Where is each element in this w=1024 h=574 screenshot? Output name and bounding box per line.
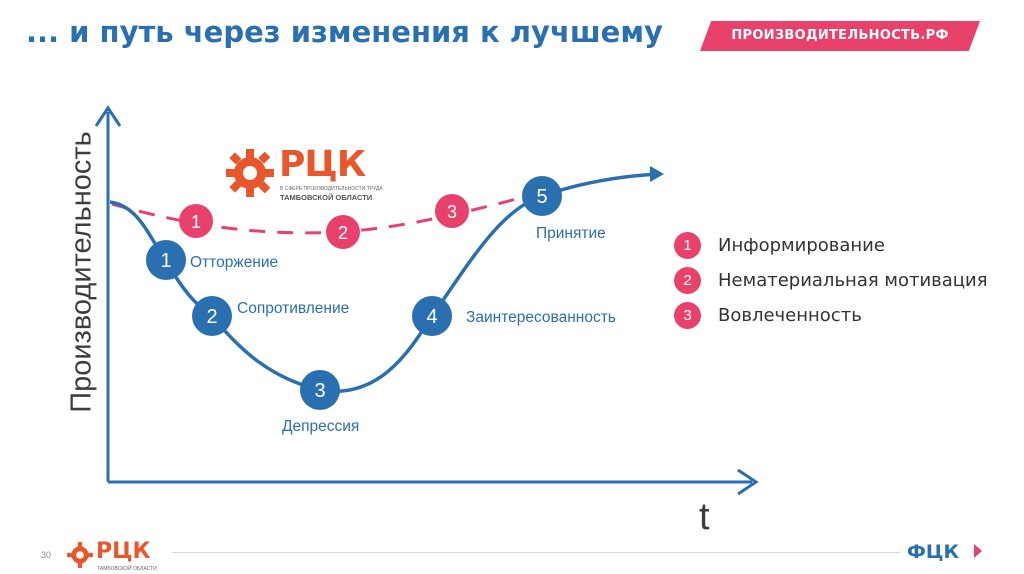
- stage-label-rejection: Отторжение: [190, 254, 279, 271]
- stage-marker-3: 3: [300, 370, 340, 410]
- stage-marker-5: 5: [522, 176, 562, 216]
- gear-icon: [67, 542, 93, 568]
- footer-arrow-icon: [974, 544, 982, 558]
- legend-text: Информирование: [718, 235, 885, 256]
- legend-item-informing: 1 Информирование: [674, 228, 988, 263]
- y-axis-arrow-icon: [94, 105, 122, 127]
- stage-label-acceptance: Принятие: [536, 225, 606, 242]
- legend: 1 Информирование 2 Нематериальная мотива…: [674, 228, 988, 333]
- site-badge[interactable]: ПРОИЗВОДИТЕЛЬНОСТЬ.РФ: [700, 21, 980, 51]
- x-axis-arrow-icon: [737, 468, 759, 496]
- stage-number: 3: [314, 380, 325, 402]
- logo-subtitle: В СФЕРЕ ПРОИЗВОДИТЕЛЬНОСТИ ТРУДА: [280, 186, 383, 192]
- stage-number: 1: [160, 250, 171, 272]
- marker-number: 1: [191, 212, 201, 232]
- marker-number: 3: [447, 202, 457, 222]
- stage-marker-4: 4: [412, 296, 452, 336]
- footer-divider: [172, 552, 900, 553]
- stage-label-interest: Заинтересованность: [466, 309, 616, 326]
- legend-number: 3: [674, 302, 701, 329]
- footer-logo-letters: РЦК: [96, 539, 151, 564]
- stage-number: 2: [206, 306, 217, 328]
- footer-rck-logo: РЦК ТАМБОВСКОЙ ОБЛАСТИ: [66, 539, 166, 574]
- stage-label-resistance: Сопротивление: [237, 300, 350, 317]
- stage-label-depression: Депрессия: [282, 418, 360, 435]
- legend-text: Вовлеченность: [718, 305, 862, 326]
- legend-number: 1: [674, 232, 701, 259]
- legend-number: 2: [674, 267, 701, 294]
- stage-number: 5: [536, 186, 547, 208]
- footer-fck-logo: ФЦК: [907, 541, 959, 563]
- footer-logo-region: ТАМБОВСКОЙ ОБЛАСТИ: [97, 566, 157, 572]
- rck-logo: РЦК В СФЕРЕ ПРОИЗВОДИТЕЛЬНОСТИ ТРУДА ТАМ…: [224, 145, 399, 205]
- y-axis-label: Производительность: [65, 131, 98, 413]
- legend-item-engagement: 3 Вовлеченность: [674, 298, 988, 333]
- page-number: 30: [41, 550, 52, 560]
- motivation-marker-2: 2: [326, 215, 360, 249]
- legend-item-motivation: 2 Нематериальная мотивация: [674, 263, 988, 298]
- x-axis-label: t: [699, 496, 710, 538]
- logo-region: ТАМБОВСКОЙ ОБЛАСТИ: [280, 193, 373, 202]
- stage-number: 4: [426, 306, 437, 328]
- motivation-marker-3: 3: [435, 194, 469, 228]
- marker-number: 2: [338, 223, 348, 243]
- stage-marker-2: 2: [192, 296, 232, 336]
- motivation-marker-1: 1: [179, 204, 213, 238]
- curve-arrow-icon: [650, 166, 664, 182]
- logo-letters: РЦК: [279, 144, 366, 185]
- stage-marker-1: 1: [146, 240, 186, 280]
- page-title: ... и путь через изменения к лучшему: [26, 15, 663, 49]
- legend-text: Нематериальная мотивация: [718, 270, 988, 291]
- gear-icon: [226, 149, 274, 197]
